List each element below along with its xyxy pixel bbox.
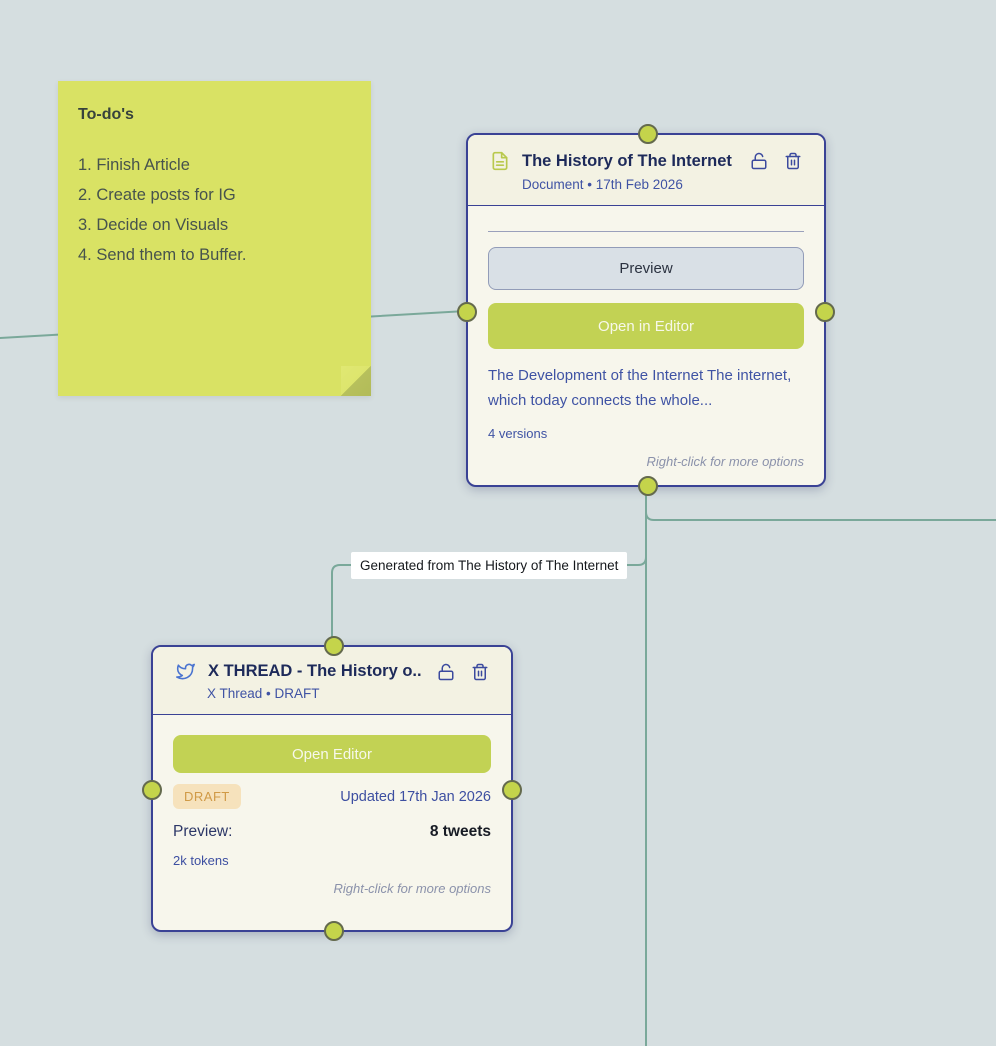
preview-label: Preview: <box>173 823 233 840</box>
node-handle-right[interactable] <box>815 302 835 322</box>
xthread-card-header: X THREAD - The History o... X <box>153 647 511 715</box>
node-handle-left[interactable] <box>457 302 477 322</box>
node-handle-top[interactable] <box>638 124 658 144</box>
xthread-card-title: X THREAD - The History o... <box>208 662 421 680</box>
todo-item: 1. Finish Article <box>78 156 190 174</box>
context-menu-hint: Right-click for more options <box>646 454 805 469</box>
unlock-icon[interactable] <box>750 152 768 170</box>
twitter-bird-icon <box>175 662 196 681</box>
xthread-card[interactable]: X THREAD - The History o... X <box>142 636 522 941</box>
todo-item: 3. Decide on Visuals <box>78 216 229 234</box>
node-handle-top[interactable] <box>324 636 344 656</box>
xthread-card-body: Open Editor DRAFT Updated 17th Jan 2026 … <box>153 735 511 908</box>
document-preview-text: The Development of the Internet The inte… <box>488 367 792 409</box>
node-handle-bottom[interactable] <box>638 476 658 496</box>
todo-item: 4. Send them to Buffer. <box>78 246 247 264</box>
document-card-body: Preview Open in Editor The Development o… <box>468 231 824 481</box>
open-editor-button[interactable]: Open Editor <box>173 735 491 773</box>
trash-icon[interactable] <box>471 663 489 681</box>
sticky-note[interactable]: To-do's 1. Finish Article 2. Create post… <box>58 81 371 396</box>
document-card-title: The History of The Internet <box>522 151 732 170</box>
document-card[interactable]: The History of The Internet D <box>457 124 835 496</box>
node-handle-right[interactable] <box>502 780 522 800</box>
xthread-card-subtitle: X Thread • DRAFT <box>207 686 320 701</box>
open-in-editor-button[interactable]: Open in Editor <box>488 303 804 349</box>
edge-label: Generated from The History of The Intern… <box>351 552 628 579</box>
node-handle-left[interactable] <box>142 780 162 800</box>
draft-status-badge: DRAFT <box>173 784 241 809</box>
versions-label[interactable]: 4 versions <box>488 426 548 441</box>
trash-icon[interactable] <box>784 152 802 170</box>
todo-item: 2. Create posts for IG <box>78 186 236 204</box>
updated-date-label: Updated 17th Jan 2026 <box>340 788 491 805</box>
document-card-header: The History of The Internet D <box>468 135 824 206</box>
context-menu-hint: Right-click for more options <box>333 881 492 896</box>
sticky-note-folded-corner <box>341 366 371 396</box>
node-handle-bottom[interactable] <box>324 921 344 941</box>
document-card-subtitle: Document • 17th Feb 2026 <box>522 177 683 192</box>
sticky-note-title: To-do's <box>78 106 134 123</box>
tweet-count: 8 tweets <box>429 823 491 840</box>
token-count: 2k tokens <box>173 853 229 868</box>
unlock-icon[interactable] <box>437 663 455 681</box>
edge-document-to-right[interactable] <box>645 486 996 521</box>
document-icon <box>490 150 510 172</box>
preview-button[interactable]: Preview <box>488 247 804 290</box>
divider <box>488 231 804 232</box>
